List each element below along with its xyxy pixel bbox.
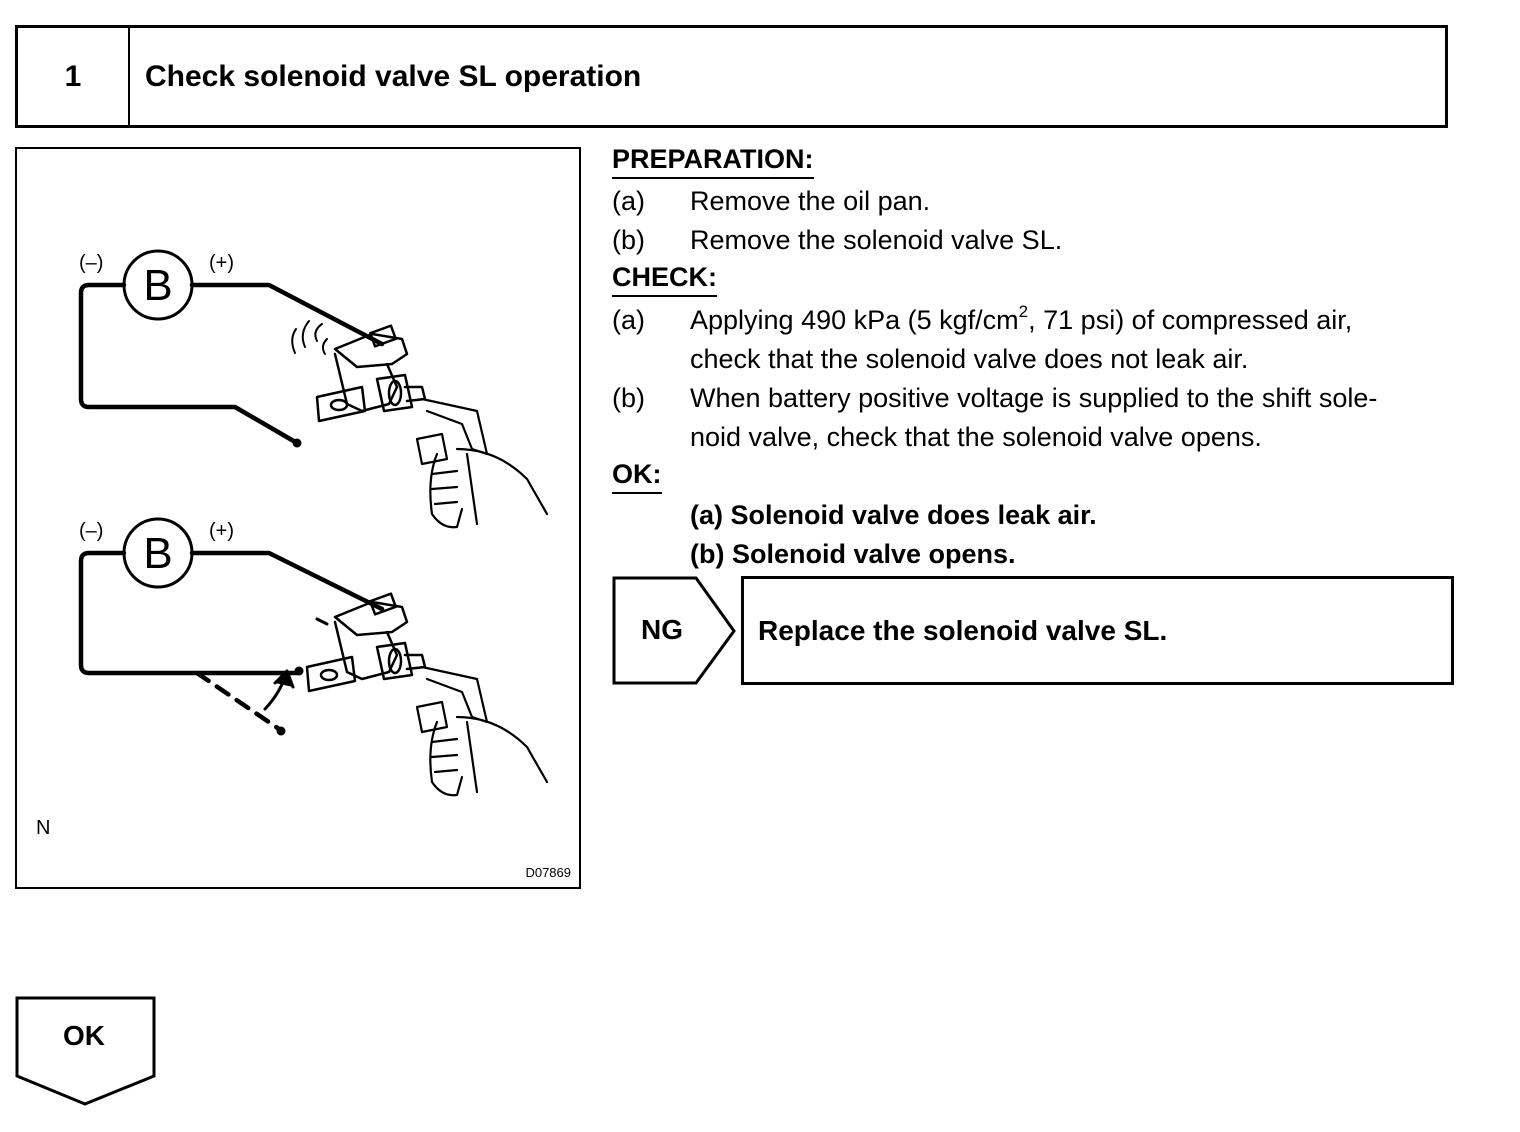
- figure-corner-label: N: [36, 817, 51, 839]
- battery-label-lower: B: [143, 529, 172, 578]
- item-text-part: Applying 490 kPa (5 kgf/cm: [690, 305, 1019, 335]
- item-label: (b): [612, 383, 645, 413]
- neg-label-lower: (–): [79, 520, 103, 542]
- ok-criterion: (b) Solenoid valve opens.: [690, 539, 1016, 569]
- ok-heading: OK:: [612, 458, 662, 494]
- solenoid-test-illustration: B B (–) (+) (–) (+): [78, 249, 549, 797]
- ok-arrow-shape: [15, 996, 156, 1106]
- item-label: (a): [612, 186, 645, 216]
- item-text: Applying 490 kPa (5 kgf/cm2, 71 psi) of …: [690, 301, 1460, 339]
- ng-action-box: Replace the solenoid valve SL.: [741, 576, 1454, 685]
- neg-label-upper: (–): [79, 252, 103, 274]
- wire-end-lower: [276, 726, 286, 736]
- item-text: Remove the oil pan.: [690, 186, 931, 216]
- superscript: 2: [1018, 302, 1029, 321]
- air-gun-upper: [415, 397, 549, 529]
- step-number: 1: [18, 28, 130, 125]
- wire-negative-upper: [78, 282, 300, 446]
- wire-moved-lower: [194, 670, 282, 732]
- solenoid-valve-lower: [305, 592, 427, 693]
- item-continuation: check that the solenoid valve does not l…: [690, 344, 1249, 374]
- air-gun-lower: [415, 665, 549, 797]
- air-leak-marks-upper: [291, 320, 328, 355]
- illustration-panel: B B (–) (+) (–) (+) N D07869: [15, 147, 581, 889]
- wire-end-upper: [292, 438, 302, 448]
- step-title: Check solenoid valve SL operation: [145, 59, 642, 93]
- ok-criterion: (a) Solenoid valve does leak air.: [690, 500, 1097, 530]
- ok-label: OK: [63, 1020, 105, 1051]
- item-continuation: noid valve, check that the solenoid valv…: [690, 422, 1262, 452]
- pos-label-upper: (+): [209, 252, 234, 274]
- ng-label: NG: [641, 614, 683, 645]
- figure-code: D07869: [525, 865, 571, 880]
- pos-label-lower: (+): [209, 520, 234, 542]
- solenoid-valve-upper: [315, 324, 427, 423]
- item-text: Remove the solenoid valve SL.: [690, 225, 1063, 255]
- wire-positive-upper: [189, 282, 385, 347]
- step-header: 1 Check solenoid valve SL operation: [15, 25, 1448, 128]
- item-text-part: , 71 psi) of compressed air,: [1028, 305, 1353, 335]
- ng-arrow-shape: [612, 576, 736, 685]
- item-label: (b): [612, 225, 645, 255]
- preparation-heading: PREPARATION:: [612, 143, 814, 179]
- check-heading: CHECK:: [612, 261, 717, 297]
- item-text: When battery positive voltage is supplie…: [690, 383, 1378, 413]
- wire-positive-lower: [189, 550, 385, 612]
- wire-negative-lower: [78, 550, 300, 676]
- battery-label-upper: B: [143, 261, 172, 310]
- item-label: (a): [612, 305, 645, 335]
